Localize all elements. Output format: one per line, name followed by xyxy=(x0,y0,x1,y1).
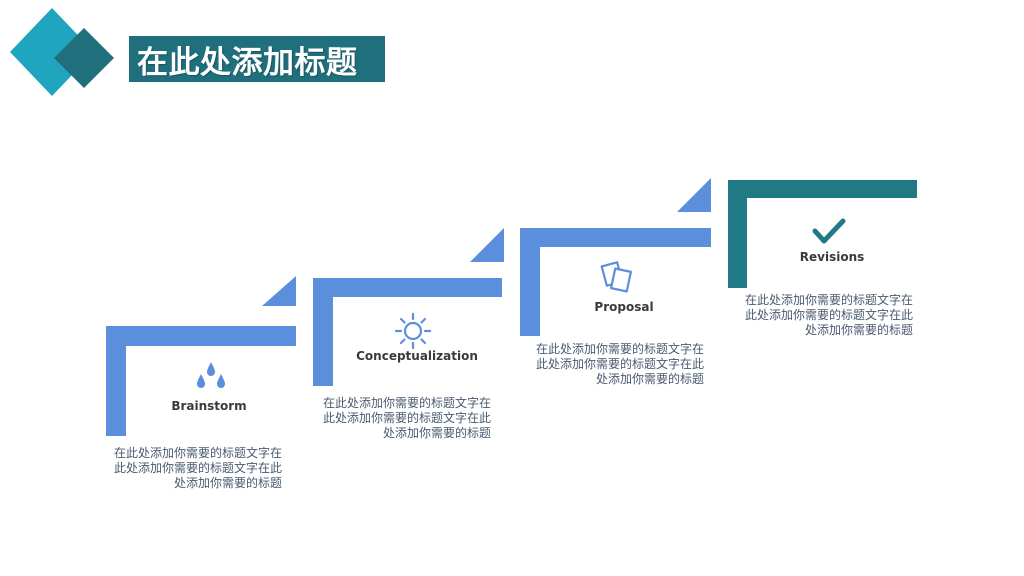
checkmark-icon xyxy=(812,218,846,244)
logo-diamonds xyxy=(10,8,114,96)
documents-icon xyxy=(600,261,633,293)
sun-icon xyxy=(394,312,432,350)
step-3-description: 在此处添加你需要的标题文字在 此处添加你需要的标题文字在此 处添加你需要的标题 xyxy=(535,342,704,386)
page-title: 在此处添加标题 xyxy=(137,44,358,80)
step-2-shape xyxy=(313,228,504,386)
step-2-label: Conceptualization xyxy=(356,349,478,363)
title-banner: 在此处添加标题 xyxy=(129,36,385,82)
step-1-shape xyxy=(106,276,296,436)
step-3-shape xyxy=(520,178,711,336)
step-1-description: 在此处添加你需要的标题文字在 此处添加你需要的标题文字在此 处添加你需要的标题 xyxy=(113,446,282,490)
step-2-description: 在此处添加你需要的标题文字在 此处添加你需要的标题文字在此 处添加你需要的标题 xyxy=(322,396,491,440)
step-4-shape xyxy=(728,180,917,288)
water-drops-icon xyxy=(197,362,225,388)
step-4-label: Revisions xyxy=(799,250,865,264)
logo-diamond-dark xyxy=(54,28,114,88)
step-3-label: Proposal xyxy=(594,300,654,314)
step-1-label: Brainstorm xyxy=(171,399,247,413)
step-4-description: 在此处添加你需要的标题文字在 此处添加你需要的标题文字在此 处添加你需要的标题 xyxy=(744,293,913,337)
